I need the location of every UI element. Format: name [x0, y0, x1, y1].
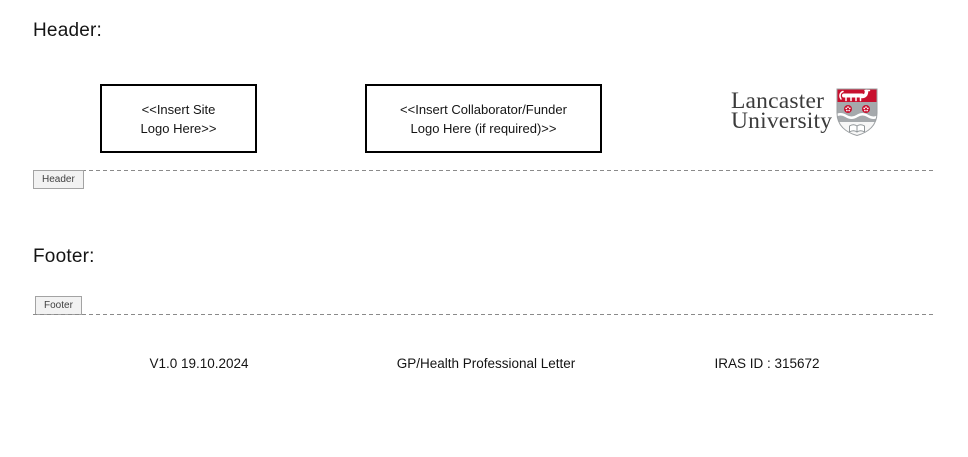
lancaster-shield-icon — [836, 88, 878, 137]
footer-version-text: V1.0 19.10.2024 — [149, 356, 249, 371]
footer-document-title: GP/Health Professional Letter — [396, 356, 576, 371]
header-section-title: Header: — [33, 20, 102, 41]
collaborator-logo-placeholder-text: <<Insert Collaborator/Funder Logo Here (… — [400, 101, 567, 136]
footer-tab: Footer — [35, 296, 82, 315]
footer-iras-id: IRAS ID : 315672 — [714, 356, 820, 371]
site-logo-placeholder-box[interactable]: <<Insert Site Logo Here>> — [100, 84, 257, 153]
header-boundary-line — [33, 170, 936, 171]
site-logo-placeholder-text: <<Insert Site Logo Here>> — [140, 101, 217, 136]
footer-section-title: Footer: — [33, 246, 95, 267]
collaborator-logo-placeholder-box[interactable]: <<Insert Collaborator/Funder Logo Here (… — [365, 84, 602, 153]
footer-boundary-line — [33, 314, 936, 315]
lancaster-logo-text: Lancaster University — [731, 88, 833, 134]
lancaster-university-logo: Lancaster University — [731, 88, 879, 138]
header-tab: Header — [33, 170, 84, 189]
